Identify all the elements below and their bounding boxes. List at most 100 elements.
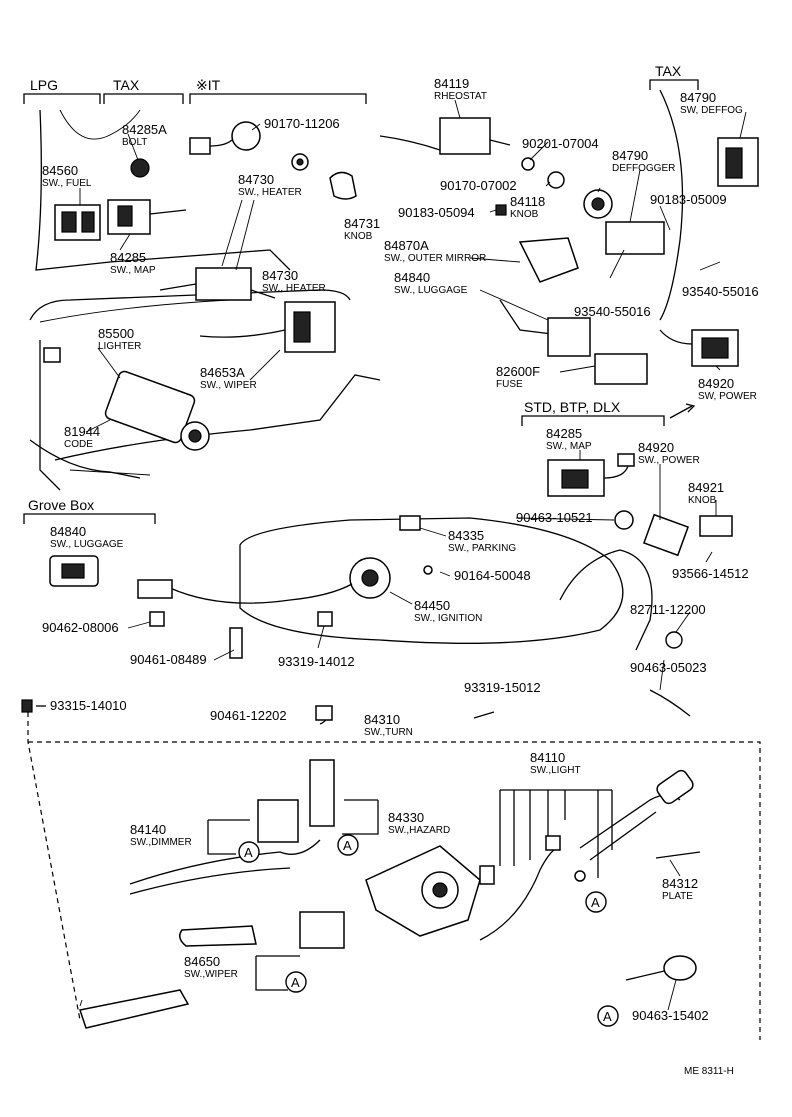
part-labels: 84119 RHEOSTAT 84285A BOLT 84560 SW., FU… bbox=[42, 76, 759, 1023]
part-number: 90170-11206 bbox=[264, 116, 340, 131]
part-number: 84285A bbox=[122, 122, 167, 137]
bracket-lpg bbox=[23, 93, 101, 104]
part-desc: SW., WIPER bbox=[200, 380, 257, 391]
callout-label: A bbox=[291, 975, 300, 990]
part-number: 84920 bbox=[698, 376, 734, 391]
mirror-switch-shape bbox=[518, 237, 579, 283]
part-number: 84730 bbox=[262, 268, 298, 283]
part-number: 84110 bbox=[530, 750, 565, 765]
part-number: 84840 bbox=[50, 524, 86, 539]
section-headers: LPG TAX ※IT TAX STD, BTP, DLX Grove Box bbox=[23, 63, 699, 524]
part-number: 84285 bbox=[546, 426, 582, 441]
header-tax-right: TAX bbox=[655, 63, 682, 79]
part-number: 84119 bbox=[434, 76, 469, 91]
part-desc: BOLT bbox=[122, 137, 147, 148]
part-desc: FUSE bbox=[496, 379, 523, 390]
part-number: 84790 bbox=[612, 148, 648, 163]
callout-label: A bbox=[603, 1009, 612, 1024]
part-number: 90463-15402 bbox=[632, 1008, 709, 1023]
part-desc: SW.,LIGHT bbox=[530, 765, 581, 776]
part-number: 84285 bbox=[110, 250, 146, 265]
part-desc: DEFFOGGER bbox=[612, 163, 675, 174]
power-switch-std-shape bbox=[642, 513, 690, 557]
part-desc: CODE bbox=[64, 439, 93, 450]
callout-circle bbox=[597, 1005, 619, 1027]
part-desc: SW.,WIPER bbox=[184, 969, 238, 980]
part-desc: PLATE bbox=[662, 891, 693, 902]
part-number: 84450 bbox=[414, 598, 450, 613]
part-number: 90164-50048 bbox=[454, 568, 531, 583]
part-desc: SW., LUGGAGE bbox=[394, 285, 468, 296]
part-desc: RHEOSTAT bbox=[434, 91, 487, 102]
part-desc: SW.,HAZARD bbox=[388, 825, 450, 836]
part-number: 93319-15012 bbox=[464, 680, 541, 695]
part-number: 93319-14012 bbox=[278, 654, 355, 669]
part-number: 90461-08489 bbox=[130, 652, 207, 667]
part-number: 93315-14010 bbox=[50, 698, 127, 713]
part-number: 84330 bbox=[388, 810, 424, 825]
part-number: 84310 bbox=[364, 712, 400, 727]
part-number: 90170-07002 bbox=[440, 178, 517, 193]
part-number: 90463-05023 bbox=[630, 660, 707, 675]
dimmer-switch-shape bbox=[257, 799, 299, 843]
header-lpg: LPG bbox=[30, 77, 58, 93]
callout-label: A bbox=[244, 845, 253, 860]
part-desc: KNOB bbox=[344, 231, 373, 242]
part-desc: SW., IGNITION bbox=[414, 613, 482, 624]
part-desc: SW.,TURN bbox=[364, 727, 413, 738]
callout-label: A bbox=[591, 895, 600, 910]
wiper-stalk bbox=[179, 925, 257, 947]
header-grove-box: Grove Box bbox=[28, 497, 94, 513]
lower-parts bbox=[21, 699, 761, 1040]
part-desc: SW., POWER bbox=[638, 455, 700, 466]
part-number: 84731 bbox=[344, 216, 380, 231]
callout-label: A bbox=[343, 838, 352, 853]
part-number: 93566-14512 bbox=[672, 566, 749, 581]
lighter-shape bbox=[104, 370, 196, 444]
part-desc: SW., OUTER MIRROR bbox=[384, 253, 486, 264]
luggage-switch-shape bbox=[547, 317, 591, 357]
wiper-switch-lower-shape bbox=[299, 911, 345, 949]
middle-parts bbox=[49, 453, 733, 717]
part-desc: SW., MAP bbox=[546, 441, 592, 452]
bracket-tax-right bbox=[649, 79, 699, 90]
lower-box-outline bbox=[28, 741, 761, 1040]
part-desc: SW, DEFFOG bbox=[680, 105, 743, 116]
part-number: 84560 bbox=[42, 163, 78, 178]
part-number: 84921 bbox=[688, 480, 724, 495]
footer-code: ME 8311-H bbox=[684, 1066, 734, 1077]
callouts: A A A A A bbox=[238, 834, 619, 1027]
header-it: ※IT bbox=[196, 77, 221, 93]
part-number: 85500 bbox=[98, 326, 134, 341]
part-desc: SW., MAP bbox=[110, 265, 156, 276]
part-number: 84650 bbox=[184, 954, 220, 969]
part-number: 84870A bbox=[384, 238, 429, 253]
part-number: 90183-05094 bbox=[398, 205, 475, 220]
callout-circle bbox=[337, 834, 359, 856]
part-number: 84920 bbox=[638, 440, 674, 455]
part-number: 90201-07004 bbox=[522, 136, 599, 151]
part-number: 90461-12202 bbox=[210, 708, 287, 723]
connector-block bbox=[79, 989, 190, 1029]
part-number: 84312 bbox=[662, 876, 698, 891]
part-desc: SW.,DIMMER bbox=[130, 837, 192, 848]
callout-circle bbox=[238, 841, 260, 863]
part-number: 81944 bbox=[64, 424, 100, 439]
part-desc: SW, POWER bbox=[698, 391, 757, 402]
bracket-grove bbox=[23, 513, 156, 524]
upper-right-parts bbox=[379, 117, 759, 419]
rheostat-shape bbox=[439, 117, 491, 155]
part-number: 90462-08006 bbox=[42, 620, 119, 635]
part-desc: SW., HEATER bbox=[238, 187, 302, 198]
part-desc: KNOB bbox=[688, 495, 717, 506]
part-number: 90183-05009 bbox=[650, 192, 727, 207]
part-number: 84790 bbox=[680, 90, 716, 105]
part-number: 84840 bbox=[394, 270, 430, 285]
bracket-std bbox=[521, 415, 665, 426]
part-number: 84730 bbox=[238, 172, 274, 187]
part-number: 93540-55016 bbox=[574, 304, 651, 319]
part-number: 84335 bbox=[448, 528, 484, 543]
knob-84921-shape bbox=[699, 515, 733, 537]
